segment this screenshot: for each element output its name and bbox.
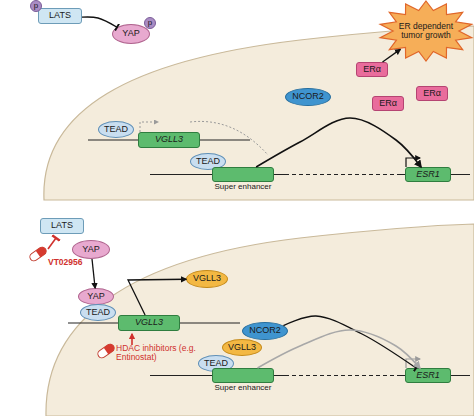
phospho-circle: p: [30, 0, 42, 12]
activation-arrow: [256, 118, 421, 167]
node-text: ERα: [423, 89, 441, 98]
activation-arrow: [92, 259, 95, 288]
gene-box: VGLL3: [118, 315, 180, 331]
node-text: VGLL3: [228, 343, 256, 352]
node-text: p: [148, 19, 152, 27]
node-text: Super enhancer: [215, 183, 272, 191]
node-text: ESR1: [416, 371, 440, 380]
node-text: NCOR2: [292, 92, 324, 101]
protein-ellipse: TEAD: [80, 304, 116, 321]
gene-box: ESR1: [405, 167, 451, 182]
weak-activation: [190, 121, 268, 155]
transcription-start: [406, 158, 420, 167]
kinase-box: LATS: [40, 218, 84, 234]
node-text: ESR1: [416, 170, 440, 179]
node-text: TEAD: [104, 125, 128, 134]
dna-strand: [285, 174, 400, 175]
inhibition-line: [283, 316, 416, 368]
receptor-box: ERα: [416, 86, 448, 101]
node-text: NCOR2: [249, 326, 281, 335]
activation-arrow: [128, 279, 186, 315]
drug-note: HDAC inhibitors (e.g. Entinostat): [116, 344, 204, 363]
node-text: VGLL3: [155, 135, 183, 144]
node-text: VGLL3: [135, 318, 163, 327]
protein-ellipse: YAP: [72, 240, 110, 259]
inhibition-line: [82, 17, 117, 27]
node-text: YAP: [87, 292, 104, 301]
enhancer-box: Super enhancer: [212, 368, 274, 383]
node-text: VGLL3: [193, 274, 221, 283]
transcription-start: [140, 122, 158, 132]
activation-arrow: [383, 49, 401, 62]
outcome-starburst: ER dependent tumor growth: [378, 0, 474, 62]
node-text: LATS: [49, 11, 71, 20]
cell-outline: [46, 224, 474, 416]
node-text: TEAD: [196, 157, 220, 166]
receptor-box: ERα: [356, 62, 388, 77]
node-text: p: [34, 2, 38, 10]
gene-box: VGLL3: [138, 132, 200, 148]
node-text: ER dependent tumor growth: [396, 22, 456, 40]
kinase-box: LATS: [38, 8, 82, 24]
node-text: ERα: [379, 99, 397, 108]
node-text: ERα: [363, 65, 381, 74]
protein-ellipse: VGLL3: [186, 270, 228, 288]
dna-strand: [285, 375, 400, 376]
drug-pill: [28, 246, 47, 263]
node-text: LATS: [51, 221, 73, 230]
drug-pill: [96, 343, 115, 360]
node-text: TEAD: [204, 359, 228, 368]
protein-ellipse: YAP: [112, 24, 150, 44]
node-text: YAP: [82, 245, 99, 254]
protein-ellipse: NCOR2: [285, 88, 331, 106]
transcription-start: [406, 359, 420, 368]
drug-label: VT02956: [48, 258, 108, 267]
protein-ellipse: YAP: [78, 288, 114, 305]
node-text: TEAD: [86, 308, 110, 317]
node-text: Super enhancer: [215, 384, 272, 392]
gene-box: ESR1: [405, 368, 451, 383]
node-text: YAP: [122, 29, 139, 38]
protein-ellipse: TEAD: [98, 121, 134, 138]
protein-ellipse: NCOR2: [242, 322, 288, 340]
phospho-circle: p: [144, 17, 156, 29]
protein-ellipse: VGLL3: [222, 339, 262, 356]
receptor-box: ERα: [372, 96, 404, 111]
inhibition-line: [48, 238, 56, 249]
starburst-shape: [380, 1, 472, 61]
enhancer-box: Super enhancer: [212, 167, 274, 182]
